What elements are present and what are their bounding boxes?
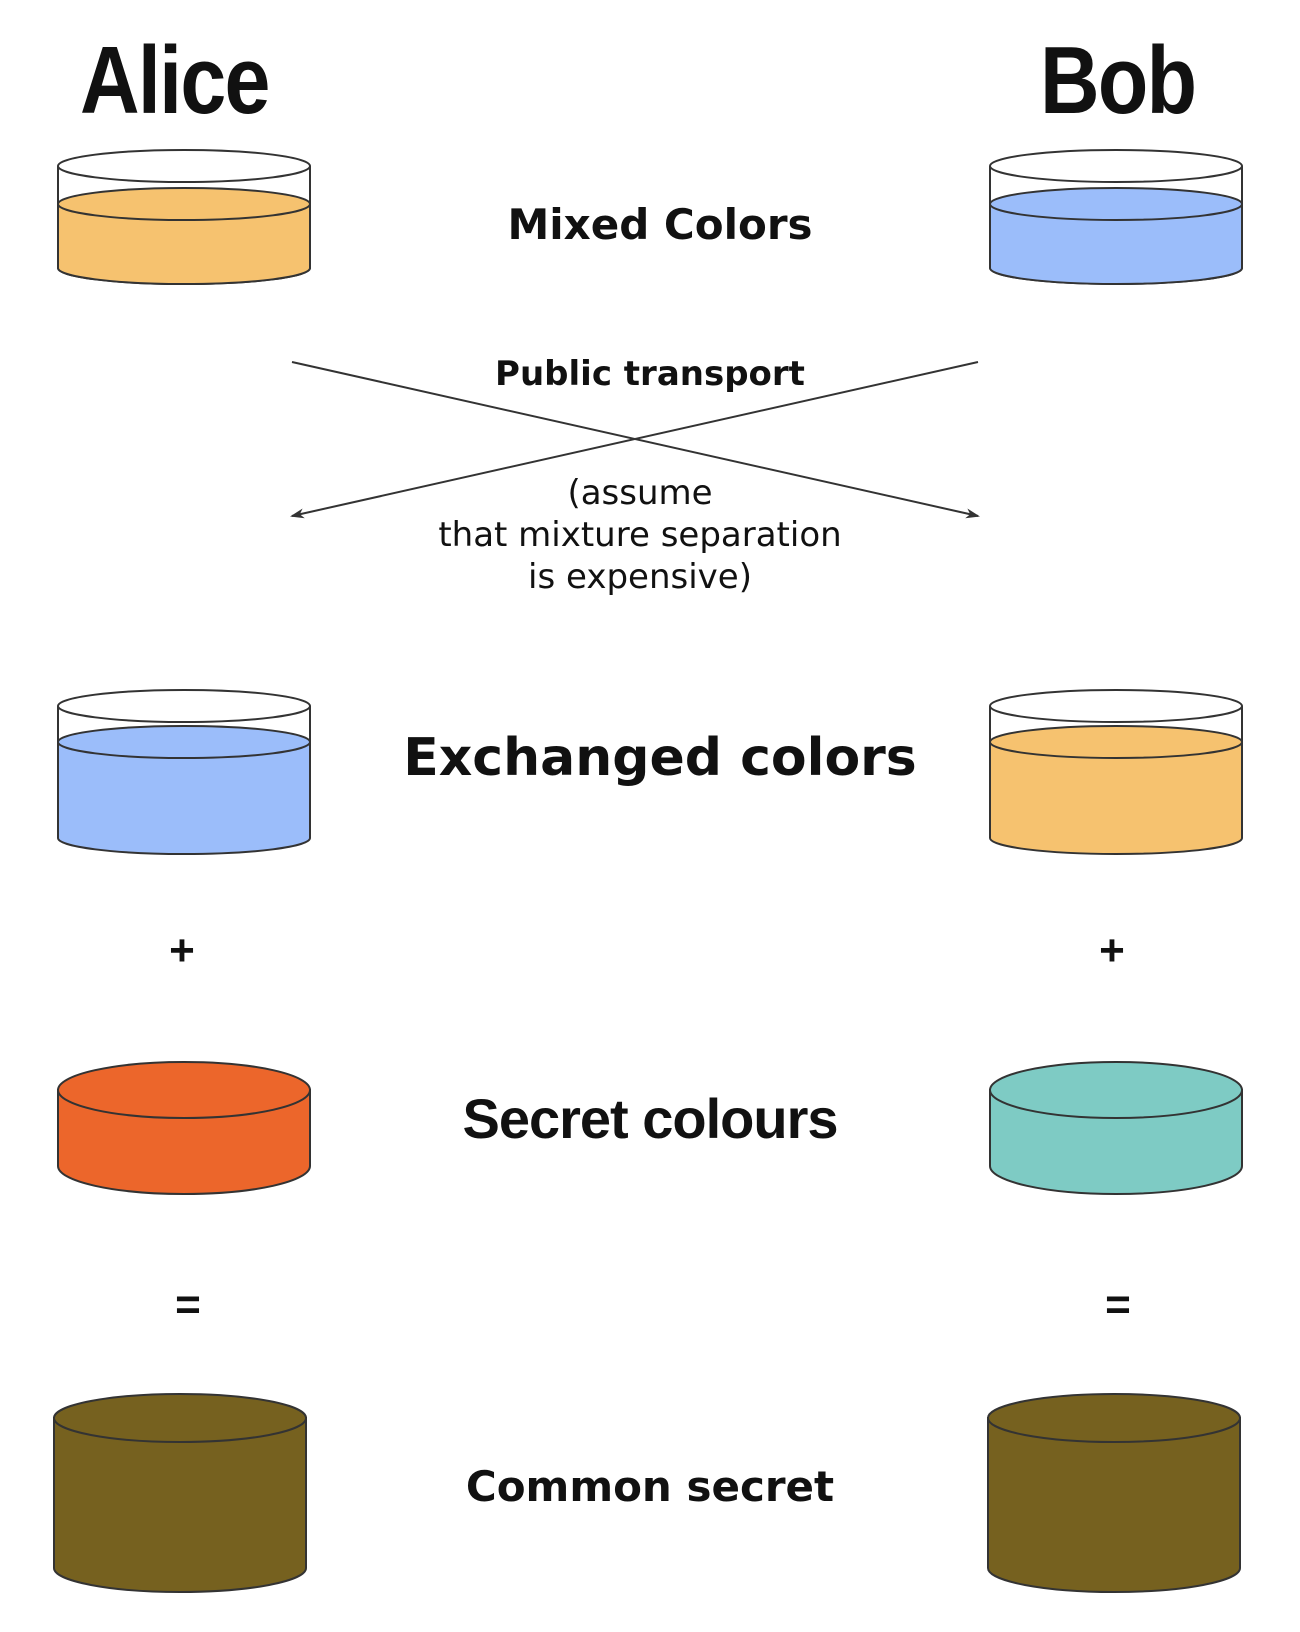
alice-mixed-liquid xyxy=(58,204,310,284)
assumption-note-line: that mixture separation xyxy=(438,515,842,555)
bob-secret-disk xyxy=(989,1061,1243,1195)
bob-common-cylinder xyxy=(987,1393,1241,1593)
alice-plus-sign: + xyxy=(169,926,195,975)
arrow-bob-to-alice xyxy=(290,361,979,519)
alice-common-cylinder xyxy=(53,1393,307,1593)
bob-equals-sign: = xyxy=(1105,1280,1131,1329)
exchanged-colors-label: Exchanged colors xyxy=(403,728,917,788)
bob-plus-sign: + xyxy=(1099,926,1125,975)
bob-mixed-beaker xyxy=(989,149,1243,285)
public-transport-label: Public transport xyxy=(495,354,805,394)
alice-exchanged-beaker xyxy=(57,689,311,855)
bob-mixed-liquid xyxy=(990,204,1242,284)
assumption-note-line: (assume xyxy=(567,473,713,513)
alice-heading: Alice xyxy=(80,27,270,134)
mixed-colors-label: Mixed Colors xyxy=(507,200,813,249)
bob-exchanged-liquid xyxy=(990,742,1242,854)
common-secret-label: Common secret xyxy=(465,1462,835,1511)
alice-exchanged-liquid xyxy=(58,742,310,854)
assumption-note-line: is expensive) xyxy=(528,557,752,597)
alice-equals-sign: = xyxy=(175,1280,201,1329)
alice-mixed-beaker xyxy=(57,149,311,285)
assumption-note: (assume that mixture separation is expen… xyxy=(290,472,990,598)
bob-heading: Bob xyxy=(1040,27,1197,134)
bob-exchanged-beaker xyxy=(989,689,1243,855)
secret-colours-label: Secret colours xyxy=(462,1087,838,1150)
alice-secret-disk xyxy=(57,1061,311,1195)
